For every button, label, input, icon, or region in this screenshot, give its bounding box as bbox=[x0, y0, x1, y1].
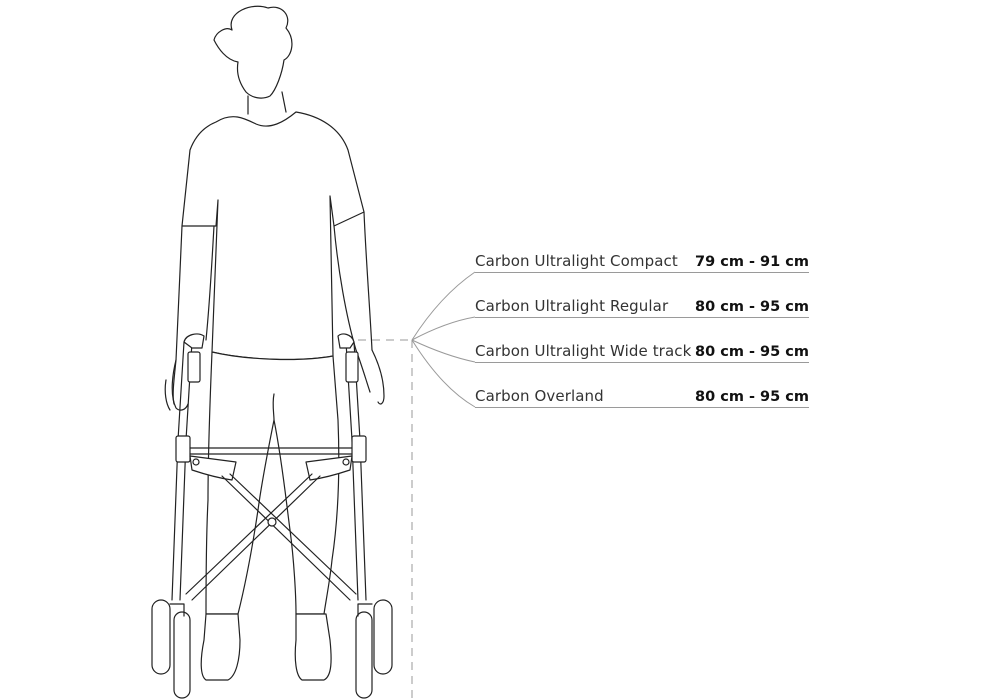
trousers bbox=[205, 351, 340, 615]
right-arm bbox=[333, 211, 373, 351]
leader-line-2 bbox=[411, 316, 476, 341]
neck bbox=[247, 91, 287, 115]
left-handle-grip bbox=[187, 351, 201, 383]
rollator-walker bbox=[151, 333, 393, 699]
spec-model-label: Carbon Ultralight Compact bbox=[475, 252, 678, 270]
spec-model-label: Carbon Ultralight Wide track bbox=[475, 342, 692, 360]
cross-brace-b bbox=[185, 473, 321, 601]
right-rear-wheel bbox=[355, 611, 373, 699]
right-bracket bbox=[305, 455, 353, 481]
left-arm bbox=[172, 225, 215, 405]
left-wheel-fork bbox=[169, 603, 185, 617]
trousers-center-fold bbox=[272, 393, 275, 421]
right-collar bbox=[351, 435, 367, 463]
left-foot bbox=[200, 613, 241, 681]
leader-line-1 bbox=[411, 271, 476, 341]
spec-range-value: 80 cm - 95 cm bbox=[695, 344, 809, 360]
left-front-wheel bbox=[151, 599, 171, 675]
head bbox=[213, 5, 293, 99]
left-bracket bbox=[189, 455, 237, 481]
spec-row-regular: Carbon Ultralight Regular 80 cm - 95 cm bbox=[475, 295, 809, 318]
spec-row-wide-track: Carbon Ultralight Wide track 80 cm - 95 … bbox=[475, 340, 809, 363]
right-handle-grip bbox=[345, 351, 359, 383]
left-handle bbox=[183, 333, 205, 349]
right-foot bbox=[294, 613, 332, 681]
spec-range-value: 79 cm - 91 cm bbox=[695, 254, 809, 270]
height-guide bbox=[358, 271, 476, 700]
right-hand bbox=[355, 349, 385, 405]
spec-model-label: Carbon Ultralight Regular bbox=[475, 297, 669, 315]
cross-pivot bbox=[267, 517, 277, 527]
right-wheel-fork bbox=[357, 603, 373, 617]
cross-brace-a bbox=[221, 473, 357, 601]
spec-row-overland: Carbon Overland 80 cm - 95 cm bbox=[475, 385, 809, 408]
spec-model-label: Carbon Overland bbox=[475, 387, 604, 405]
right-handle bbox=[337, 333, 355, 349]
top-crossbar bbox=[189, 447, 353, 455]
right-bolt bbox=[342, 458, 350, 466]
spec-row-compact: Carbon Ultralight Compact 79 cm - 91 cm bbox=[475, 250, 809, 273]
spec-range-value: 80 cm - 95 cm bbox=[695, 389, 809, 405]
right-front-wheel bbox=[373, 599, 393, 675]
left-rear-wheel bbox=[173, 611, 191, 699]
leader-line-4 bbox=[411, 339, 476, 408]
leader-line-3 bbox=[411, 339, 476, 363]
person-figure bbox=[164, 5, 385, 681]
t-shirt bbox=[181, 111, 365, 361]
left-hand bbox=[164, 359, 189, 411]
left-collar bbox=[175, 435, 191, 463]
spec-range-value: 80 cm - 95 cm bbox=[695, 299, 809, 315]
left-bolt bbox=[192, 458, 200, 466]
